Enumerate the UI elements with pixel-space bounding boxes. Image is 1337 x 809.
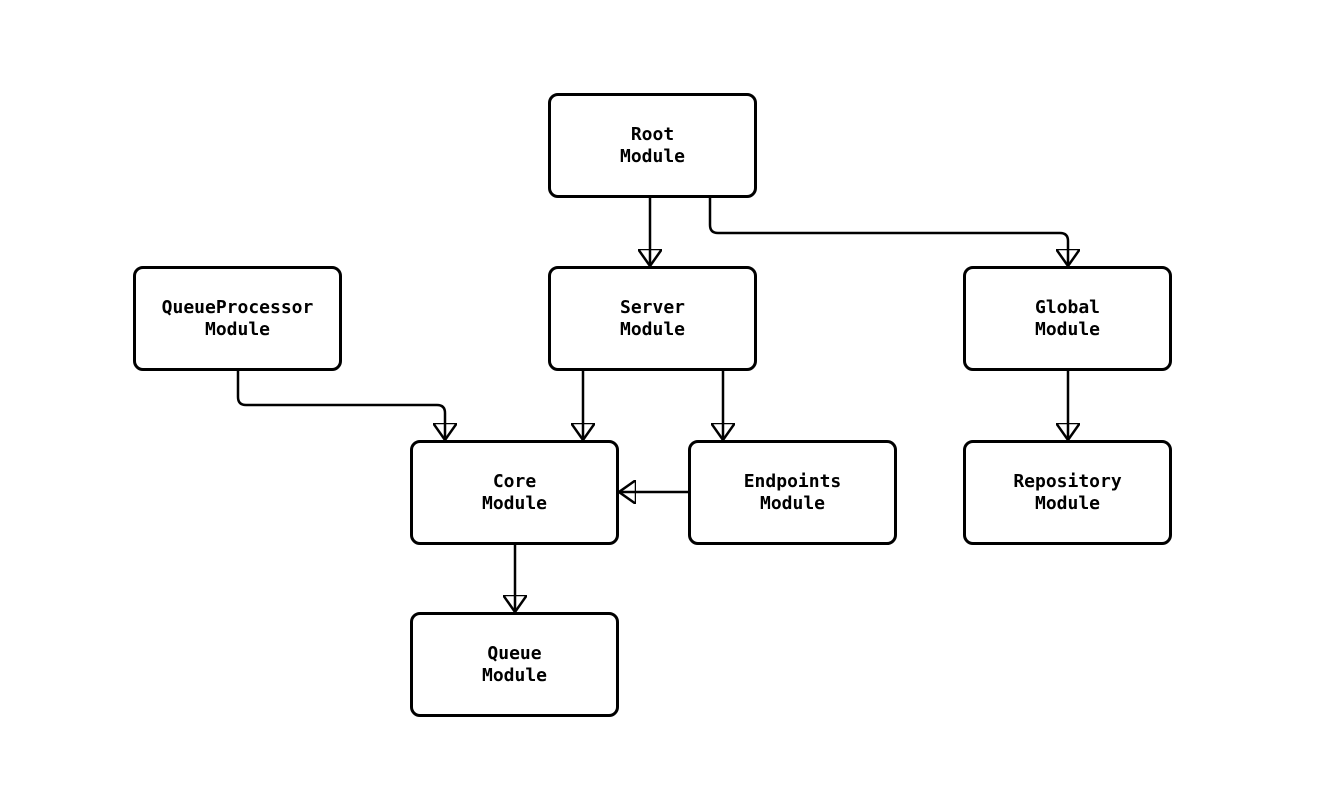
node-root-module: Root Module [548,93,757,198]
node-label-line1: Global [1034,296,1101,318]
node-label-line1: Server [619,296,686,318]
node-label-line2: Module [204,318,271,340]
node-repository-module: Repository Module [963,440,1172,545]
edge-queueprocessor-to-core-arrow [236,371,445,440]
node-server-module: Server Module [548,266,757,371]
node-queueprocessor-module: QueueProcessor Module [133,266,342,371]
node-global-module: Global Module [963,266,1172,371]
node-label-line2: Module [619,318,686,340]
node-core-module: Core Module [410,440,619,545]
node-label-line2: Module [1034,318,1101,340]
node-label-line2: Module [1034,492,1101,514]
node-label-line2: Module [759,492,826,514]
node-label-line2: Module [619,145,686,167]
edge-root-to-global-arrow [708,198,1068,266]
node-queue-module: Queue Module [410,612,619,717]
node-endpoints-module: Endpoints Module [688,440,897,545]
node-label-line2: Module [481,664,548,686]
node-label-line1: QueueProcessor [161,296,314,318]
node-label-line1: Endpoints [743,470,842,492]
node-label-line1: Root [630,123,675,145]
node-label-line2: Module [481,492,548,514]
node-label-line1: Queue [487,642,542,664]
node-label-line1: Core [492,470,537,492]
node-label-line1: Repository [1013,470,1122,492]
